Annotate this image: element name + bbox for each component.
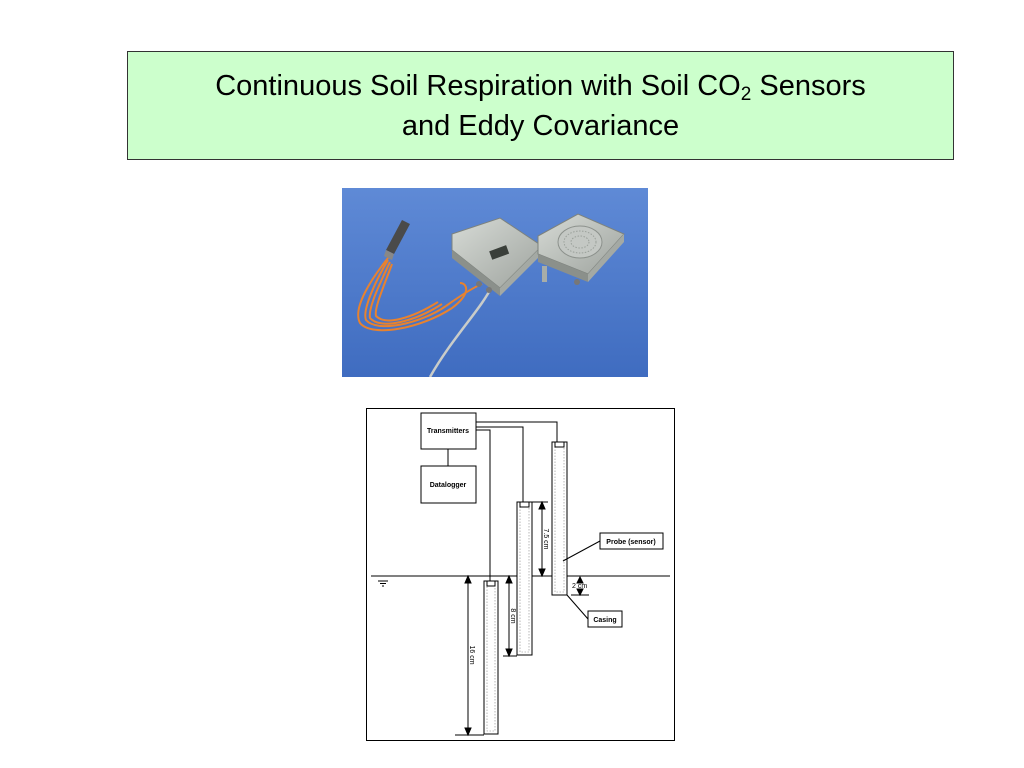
dim-16-arrow-top (464, 574, 472, 584)
sensor-photo-illustration (342, 188, 648, 377)
dim-2-arrow-bottom (576, 588, 584, 597)
dim-7-5-label: 7.5 cm (542, 528, 549, 549)
probe-label: Probe (sensor) (606, 539, 655, 546)
dim-2-arrow-top (576, 575, 584, 584)
dim-2-label: 2 cm (572, 583, 587, 590)
wire-probe-shallow (476, 421, 558, 442)
probe-mid (516, 501, 533, 656)
wire-probe-deep (476, 429, 491, 581)
grey-cable (428, 285, 494, 377)
probe-deep (483, 580, 499, 735)
dim-16-label: 16 cm (468, 645, 475, 664)
dim-7-5-arrow-top (538, 500, 546, 510)
dim-16-arrow-bottom (464, 727, 472, 737)
transmitter-box-grid (537, 213, 625, 285)
dim-8-label: 8 cm (509, 608, 516, 623)
probe-callout-leader (562, 540, 601, 562)
title-line-2: and Eddy Covariance (401, 109, 680, 142)
transmitters-label: Transmitters (427, 428, 469, 435)
sensor-installation-diagram: Transmitters Datalogger Probe (sensor) C… (366, 408, 675, 741)
title-line-1: Continuous Soil Respiration with Soil CO… (215, 69, 866, 105)
datalogger-label: Datalogger (430, 482, 467, 489)
slide-title: Continuous Soil Respiration with Soil CO… (127, 51, 954, 160)
ground-symbol-icon (378, 580, 388, 587)
dim-8-arrow-top (505, 574, 513, 584)
probe-rod (384, 220, 410, 260)
sensor-photo (342, 188, 648, 377)
dim-8-arrow-bottom (505, 648, 513, 658)
probe-shallow (551, 441, 568, 596)
dim-7-5-arrow-bottom (538, 568, 546, 578)
casing-callout-leader (566, 594, 589, 620)
diagram-canvas: Transmitters Datalogger Probe (sensor) C… (371, 412, 670, 737)
casing-label: Casing (593, 617, 616, 624)
wire-probe-mid (476, 426, 524, 502)
transmitter-box-display (451, 217, 543, 296)
